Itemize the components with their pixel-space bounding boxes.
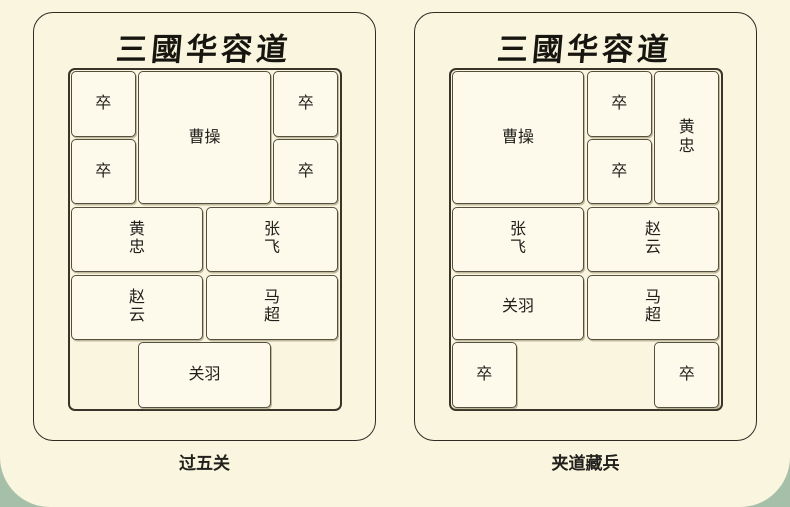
level-caption-right: 夹道藏兵 [551,454,620,473]
piece-label: 赵 云 [128,288,145,325]
game-title: 三國华容道 [114,32,293,68]
puzzle-piece[interactable]: 马 超 [205,274,339,340]
piece-label: 赵 云 [644,221,661,257]
piece-label: 卒 [476,365,493,383]
puzzle-piece[interactable]: 卒 [654,342,720,408]
puzzle-piece[interactable]: 卒 [273,139,339,205]
piece-label: 马 超 [644,288,661,325]
piece-label: 关羽 [188,365,221,383]
piece-label: 黄 忠 [128,221,145,257]
puzzle-board-left: 卒曹操卒卒卒黄 忠张 飞赵 云马 超关羽 [67,68,342,411]
puzzle-panel-left: 三國华容道 卒曹操卒卒卒黄 忠张 飞赵 云马 超关羽 [33,12,376,441]
puzzle-piece[interactable]: 卒 [273,71,339,137]
piece-label: 张 飞 [509,221,526,257]
puzzle-piece[interactable]: 张 飞 [205,206,339,273]
puzzle-piece[interactable]: 黄 忠 [70,206,204,273]
piece-label: 卒 [297,162,314,180]
piece-label: 卒 [95,162,112,180]
piece-label: 张 飞 [263,221,280,257]
piece-label: 卒 [95,94,112,112]
puzzle-piece[interactable]: 马 超 [586,274,720,340]
piece-label: 曹操 [501,128,534,146]
puzzle-piece[interactable]: 卒 [70,139,136,205]
piece-label: 卒 [611,94,628,112]
piece-label: 马 超 [263,288,280,325]
piece-label: 卒 [678,365,695,383]
puzzle-piece[interactable]: 黄 忠 [654,71,720,205]
piece-label: 卒 [297,94,314,112]
piece-label: 卒 [611,162,628,180]
puzzle-piece[interactable]: 张 飞 [451,206,585,273]
puzzle-board-right: 曹操卒黄 忠卒张 飞赵 云关羽马 超卒卒 [448,68,723,411]
puzzle-piece[interactable]: 曹操 [451,71,585,205]
puzzle-piece[interactable]: 卒 [70,71,136,137]
piece-label: 关羽 [501,298,534,316]
puzzle-piece[interactable]: 赵 云 [586,206,720,273]
puzzle-piece[interactable]: 赵 云 [70,274,204,340]
puzzle-piece[interactable]: 关羽 [138,342,271,408]
puzzle-piece[interactable]: 曹操 [138,71,271,205]
piece-label: 黄 忠 [678,119,695,155]
game-title: 三國华容道 [495,32,674,68]
puzzle-piece[interactable]: 卒 [451,342,517,408]
puzzle-piece[interactable]: 关羽 [451,274,585,340]
piece-label: 曹操 [188,128,221,146]
puzzle-piece[interactable]: 卒 [586,71,652,137]
puzzle-panel-right: 三國华容道 曹操卒黄 忠卒张 飞赵 云关羽马 超卒卒 [414,12,757,441]
level-caption-left: 过五关 [179,454,230,473]
puzzle-piece[interactable]: 卒 [586,139,652,205]
